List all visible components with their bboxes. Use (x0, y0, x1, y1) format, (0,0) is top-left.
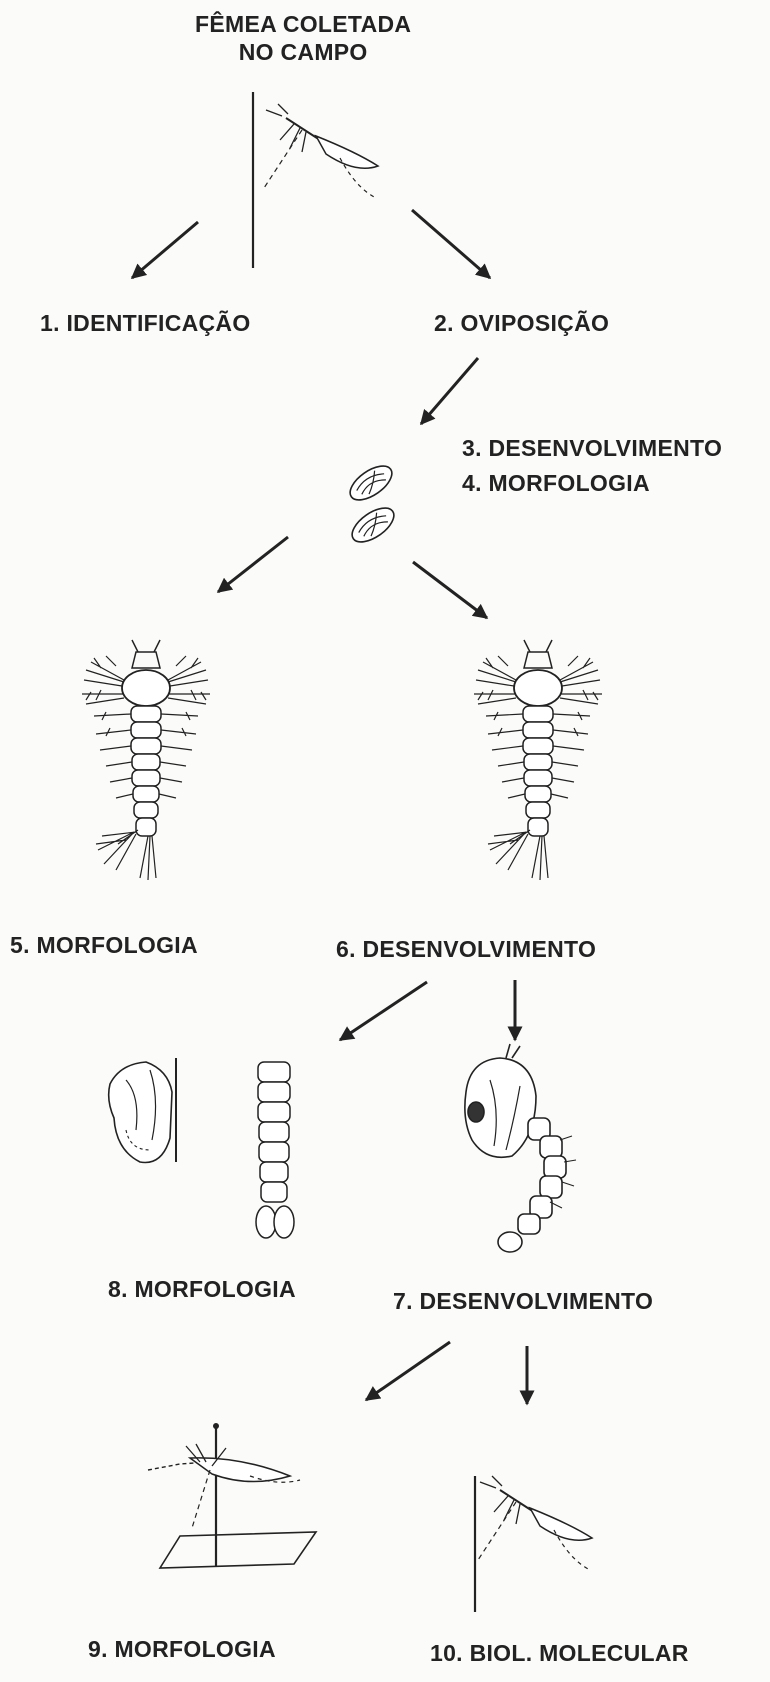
pinned-mosquito-icon (253, 92, 378, 268)
mosquito-larva-icon (82, 640, 210, 880)
step-2-label: 2. OVIPOSIÇÃO (434, 310, 609, 337)
arrow-icon (421, 358, 478, 424)
step-3-label: 3. DESENVOLVIMENTO (462, 435, 722, 462)
step-4-label: 4. MORFOLOGIA (462, 470, 650, 497)
arrow-icon (132, 210, 490, 278)
mosquito-eggs-icon (344, 459, 399, 548)
arrow-icon (218, 537, 487, 618)
pupa-icon (465, 1044, 576, 1252)
step-7-label: 7. DESENVOLVIMENTO (393, 1288, 653, 1315)
title-line-2: NO CAMPO (195, 38, 411, 66)
arrow-icon (366, 1342, 527, 1404)
step-1-label: 1. IDENTIFICAÇÃO (40, 310, 251, 337)
mounted-mosquito-icon (148, 1423, 316, 1568)
step-8-label: 8. MORFOLOGIA (108, 1276, 296, 1303)
pinned-mosquito-icon (475, 1476, 592, 1612)
step-9-label: 9. MORFOLOGIA (88, 1636, 276, 1663)
larval-exuvia-icon (256, 1062, 294, 1238)
page-title: FÊMEA COLETADA NO CAMPO (195, 10, 411, 66)
arrow-icon (340, 980, 515, 1040)
larval-exuvia-icon (109, 1058, 176, 1163)
mosquito-larva-icon (474, 640, 602, 880)
step-6-label: 6. DESENVOLVIMENTO (336, 936, 596, 963)
step-10-label: 10. BIOL. MOLECULAR (430, 1640, 689, 1667)
title-line-1: FÊMEA COLETADA (195, 10, 411, 38)
step-5-label: 5. MORFOLOGIA (10, 932, 198, 959)
